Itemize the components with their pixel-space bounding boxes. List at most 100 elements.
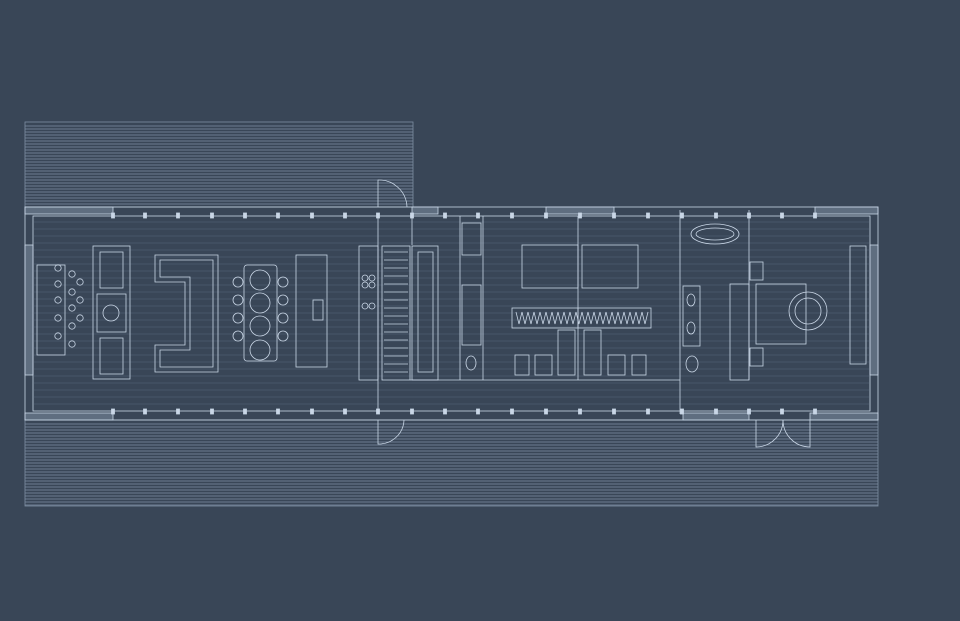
chair: [54, 296, 62, 304]
burner: [368, 281, 376, 289]
mullion: [343, 408, 347, 415]
place-setting: [249, 292, 271, 314]
chair: [54, 280, 62, 288]
mullion: [376, 408, 380, 415]
mullion: [510, 212, 514, 219]
master-bed: [755, 283, 807, 345]
bed: [581, 244, 639, 289]
stair-treads: [384, 251, 408, 373]
mullion: [646, 408, 650, 415]
ottoman: [102, 304, 120, 322]
hanger: [545, 311, 553, 325]
hanger: [623, 311, 631, 325]
chair: [76, 296, 84, 304]
rear-door-swing: [377, 419, 405, 445]
sectional-sofa: [154, 254, 219, 373]
mullion: [410, 408, 414, 415]
nightstand: [749, 261, 764, 281]
basin: [686, 321, 696, 335]
wardrobe-hangers: [515, 311, 649, 325]
deck-south: [24, 419, 879, 507]
mullion: [410, 212, 414, 219]
front-door-swing: [377, 179, 408, 208]
chair: [68, 304, 76, 312]
dining-chair: [232, 294, 244, 306]
chair: [68, 322, 76, 330]
wardrobe: [511, 307, 652, 329]
cabinet: [99, 251, 124, 289]
mullion: [578, 408, 582, 415]
sofa-cushions: [159, 259, 214, 368]
exterior-walls: [24, 206, 879, 421]
chair: [54, 332, 62, 340]
hanger: [515, 311, 523, 325]
armchair-seat: [794, 297, 822, 325]
chair: [54, 314, 62, 322]
coffee-table: [96, 293, 127, 333]
chair: [76, 278, 84, 286]
shower: [534, 354, 553, 376]
hanger: [605, 311, 613, 325]
mullion: [544, 408, 548, 415]
chair: [68, 288, 76, 296]
mullion: [813, 408, 817, 415]
mullion: [343, 212, 347, 219]
mullion: [714, 408, 718, 415]
kitchen-island: [295, 254, 328, 368]
chair: [68, 340, 76, 348]
mullion: [747, 408, 751, 415]
hanger: [539, 311, 547, 325]
mullion: [780, 408, 784, 415]
mullion: [680, 408, 684, 415]
dining-room: [243, 254, 328, 368]
chair: [54, 264, 62, 272]
sink-bowl: [361, 302, 369, 310]
mullion: [813, 212, 817, 219]
window-strip: [814, 206, 879, 215]
double-vanity: [682, 285, 701, 347]
mullion: [578, 212, 582, 219]
linen-shelf: [461, 222, 482, 256]
door-swing: [782, 419, 811, 448]
window-strip: [24, 206, 114, 215]
dining-chair: [232, 276, 244, 288]
mullion: [111, 408, 115, 415]
hanger: [551, 311, 559, 325]
mullion: [176, 408, 180, 415]
bathtub-inner: [695, 227, 735, 241]
mullion: [243, 212, 247, 219]
mullion: [210, 408, 214, 415]
shower-room: [557, 329, 576, 376]
toilet: [685, 355, 699, 373]
media-console: [92, 245, 131, 380]
hanger: [557, 311, 565, 325]
hanger: [611, 311, 619, 325]
mullion: [476, 408, 480, 415]
hanger: [521, 311, 529, 325]
mullion: [510, 408, 514, 415]
mullion: [544, 212, 548, 219]
kitchen-counter: [358, 245, 379, 381]
mullion: [443, 408, 447, 415]
mullion: [612, 408, 616, 415]
mullion: [443, 212, 447, 219]
lounge-chairs: [54, 264, 84, 348]
master-suite: [682, 223, 867, 381]
toilet: [514, 354, 530, 376]
bedrooms: [511, 244, 652, 376]
place-setting: [249, 315, 271, 337]
hanger: [599, 311, 607, 325]
mullion: [780, 212, 784, 219]
mullion: [310, 212, 314, 219]
mullion: [143, 212, 147, 219]
mullion: [276, 408, 280, 415]
burner: [368, 274, 376, 282]
chair: [76, 314, 84, 322]
mullion: [111, 212, 115, 219]
toilet: [631, 354, 647, 376]
mullion: [376, 212, 380, 219]
mullion: [276, 212, 280, 219]
mullions: [111, 212, 817, 415]
dining-chair: [277, 312, 289, 324]
